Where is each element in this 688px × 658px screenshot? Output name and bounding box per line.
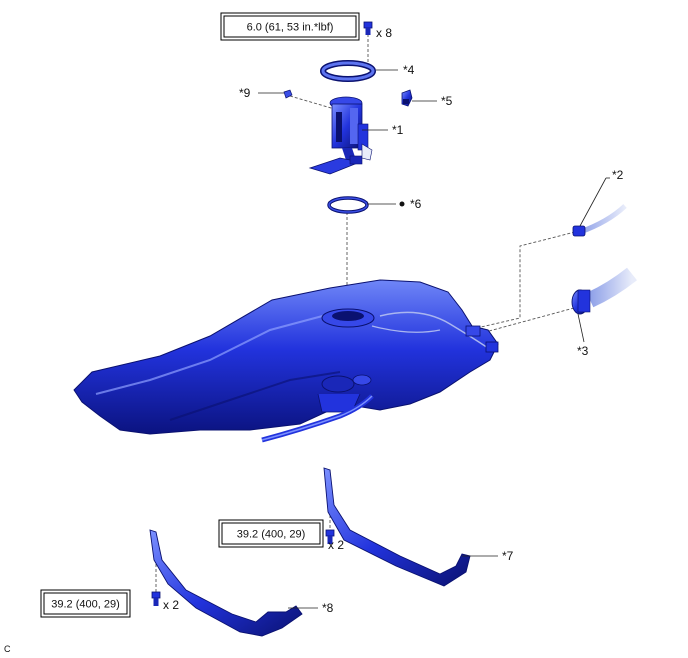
bolt-quantity: x 8: [376, 26, 392, 40]
callout-8: *8: [322, 601, 334, 615]
fuel-pump-gauge-bolt: [363, 21, 373, 35]
fuel-suction-tube-retainer: [320, 60, 376, 82]
bolt-quantity: x 2: [328, 538, 344, 552]
torque-value: 39.2 (400, 29): [51, 599, 120, 611]
callout-7: *7: [502, 549, 514, 563]
fuel-pump-connector: [283, 89, 293, 99]
torque-value: 6.0 (61, 53 in.*lbf): [247, 22, 334, 34]
callout-5: *5: [441, 94, 453, 108]
callout-9: *9: [239, 86, 251, 100]
clip-part: [401, 89, 413, 107]
fuel-tank-vent-hose: [572, 204, 627, 237]
figure-code: C: [4, 644, 11, 654]
callouts: *4 *5 *9 *1 *6 *2 *3 *7 *8: [239, 63, 624, 615]
fuel-tank-band-lh: [149, 529, 303, 637]
torque-spec-top: 6.0 (61, 53 in.*lbf) x 8: [220, 12, 392, 41]
fuel-tank-gasket: [327, 196, 369, 214]
fuel-tank: [73, 279, 499, 443]
callout-3: *3: [577, 344, 589, 358]
torque-value: 39.2 (400, 29): [237, 529, 306, 541]
torque-spec-bottom: 39.2 (400, 29) x 2: [40, 589, 179, 618]
torque-spec-middle: 39.2 (400, 29) x 2: [218, 519, 344, 552]
bolt-quantity: x 2: [163, 598, 179, 612]
callout-6: *6: [410, 197, 422, 211]
callout-4: *4: [403, 63, 415, 77]
fuel-tank-inlet-hose: [571, 267, 637, 315]
fuel-suction-tube-assembly: [308, 96, 373, 175]
callout-1: *1: [392, 123, 404, 137]
replace-part-dot: [399, 201, 405, 207]
fuel-tank-band-rh: [323, 467, 471, 587]
callout-2: *2: [612, 168, 624, 182]
